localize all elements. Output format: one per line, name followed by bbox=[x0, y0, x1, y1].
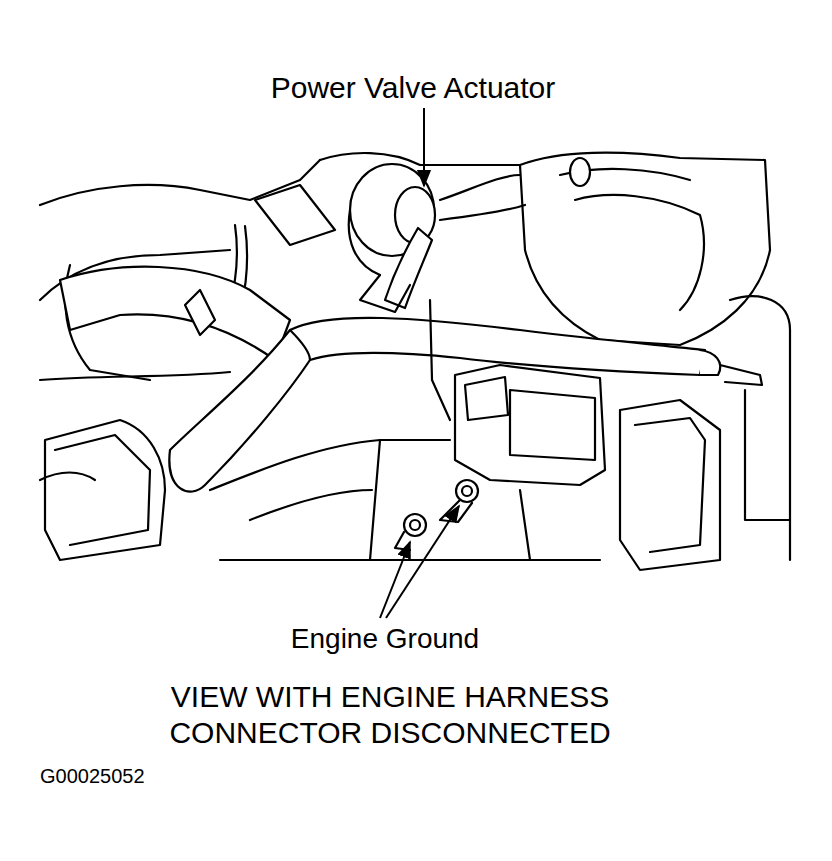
part-label: Power Valve Actuator bbox=[271, 70, 556, 106]
leader-arrow bbox=[386, 506, 459, 618]
figure-code: G00025052 bbox=[40, 764, 145, 788]
leader-arrow bbox=[423, 108, 425, 186]
leader-arrow bbox=[380, 542, 410, 618]
part-label: Engine Ground bbox=[291, 622, 479, 656]
line-art bbox=[40, 153, 790, 570]
view-caption: VIEW WITH ENGINE HARNESS CONNECTOR DISCO… bbox=[110, 679, 670, 751]
